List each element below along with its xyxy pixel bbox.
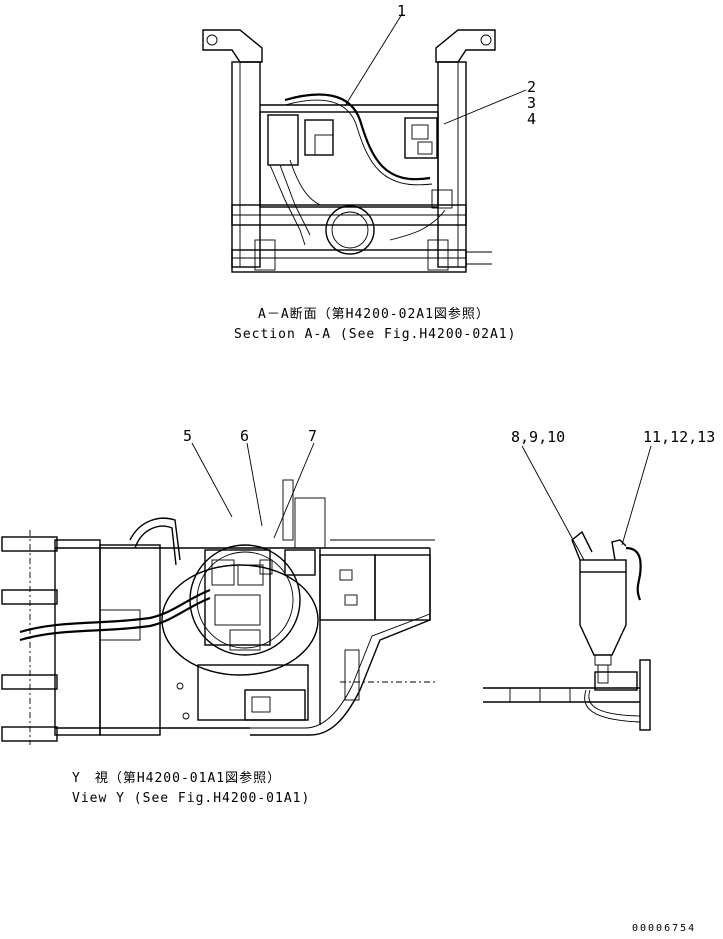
filter-detail-drawing <box>483 445 652 731</box>
callout-11-12-13: 11,12,13 <box>643 428 715 446</box>
section-aa-caption-en: Section A-A (See Fig.H4200-02A1) <box>234 327 516 342</box>
callout-8-9-10: 8,9,10 <box>511 428 565 446</box>
callout-2: 2 <box>527 78 536 96</box>
callout-4: 4 <box>527 110 536 128</box>
drawing-number: 00006754 <box>632 923 696 934</box>
callout-6: 6 <box>240 427 249 445</box>
section-aa-drawing <box>202 13 527 273</box>
callout-3: 3 <box>527 94 536 112</box>
callout-5: 5 <box>183 427 192 445</box>
view-y-caption-ja: Y 視（第H4200-01A1図参照） <box>72 770 281 786</box>
view-y-caption-en: View Y (See Fig.H4200-01A1) <box>72 791 310 806</box>
section-aa-caption-ja: A－A断面（第H4200-02A1図参照） <box>258 306 490 322</box>
view-y-drawing <box>1 442 435 745</box>
callout-1: 1 <box>397 2 406 20</box>
callout-7: 7 <box>308 427 317 445</box>
